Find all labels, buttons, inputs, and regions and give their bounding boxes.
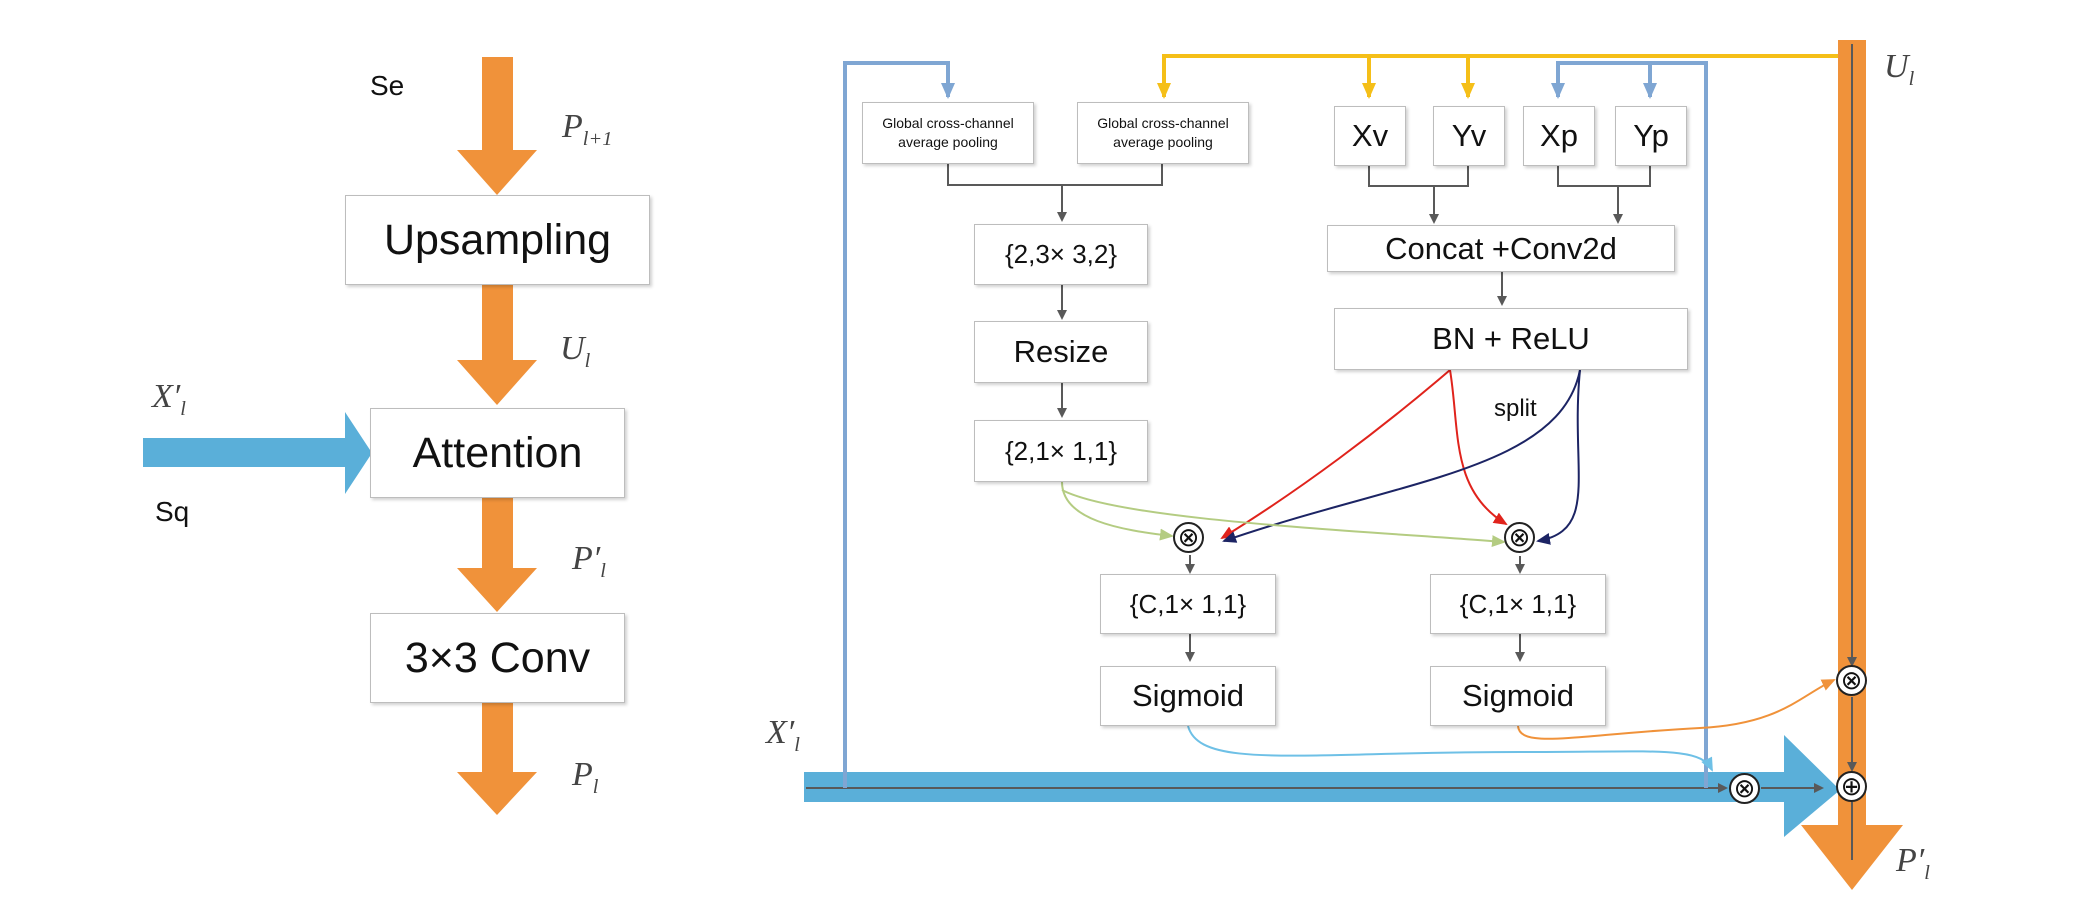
multiply-icon-left: ⊗	[1173, 522, 1204, 553]
concat-label: Concat +Conv2d	[1385, 230, 1617, 266]
arrow-x-main	[804, 735, 1840, 837]
shape-232-box: {2,3× 3,2}	[974, 224, 1148, 285]
xp-label: Xp	[1540, 118, 1578, 153]
concat-box: Concat +Conv2d	[1327, 225, 1675, 272]
sigmoid-box-right: Sigmoid	[1430, 666, 1606, 726]
multiply-icon-right: ⊗	[1504, 522, 1535, 553]
conv-label: 3×3 Conv	[404, 633, 591, 682]
xv-label: Xv	[1351, 118, 1389, 153]
se-label: Se	[370, 70, 405, 101]
p-l-label: Pl	[572, 756, 599, 798]
arrow-se-to-upsampling	[457, 57, 537, 195]
x-l-prime-right-label: X′l	[766, 714, 800, 756]
pooling-box-1: Global cross-channel average pooling	[862, 102, 1034, 164]
shape-211-label: {2,1× 1,1}	[1004, 435, 1118, 466]
yv-label: Yv	[1451, 118, 1487, 153]
arrow-upsampling-to-attention	[457, 285, 537, 405]
sigmoid-label-right: Sigmoid	[1462, 678, 1574, 713]
yv-box: Yv	[1433, 106, 1505, 166]
yp-label: Yp	[1633, 118, 1669, 153]
sq-label: Sq	[155, 496, 190, 527]
multiply-icon-u: ⊗	[1836, 665, 1867, 696]
yellow-line	[1157, 54, 1838, 99]
arrow-conv-to-output	[457, 703, 537, 815]
attention-box: Attention	[370, 408, 625, 498]
shape-232-label: {2,3× 3,2}	[1004, 239, 1118, 269]
p-l-prime-right-label: P′l	[1896, 842, 1930, 884]
sigmoid-label-left: Sigmoid	[1132, 678, 1244, 713]
arrow-x-to-attention	[143, 412, 372, 494]
xv-box: Xv	[1334, 106, 1406, 166]
pooling-box-2: Global cross-channel average pooling	[1077, 102, 1249, 164]
conv-box: 3×3 Conv	[370, 613, 625, 703]
upsampling-box: Upsampling	[345, 195, 650, 285]
attention-label: Attention	[412, 428, 583, 477]
pooling-label-2: Global cross-channel average pooling	[1097, 115, 1229, 150]
shape-c11-label-right: {C,1× 1,1}	[1459, 588, 1577, 619]
resize-label: Resize	[1013, 334, 1109, 369]
shape-c11-label-left: {C,1× 1,1}	[1129, 588, 1247, 619]
resize-box: Resize	[974, 321, 1148, 383]
p-l-plus-1-label: Pl+1	[562, 108, 613, 150]
multiply-icon-output: ⊗	[1729, 773, 1760, 804]
split-label: split	[1494, 395, 1537, 422]
u-l-right-label: Ul	[1884, 48, 1915, 90]
upsampling-label: Upsampling	[383, 215, 612, 264]
pooling-label-1: Global cross-channel average pooling	[882, 115, 1014, 150]
sigmoid-box-left: Sigmoid	[1100, 666, 1276, 726]
shape-211-box: {2,1× 1,1}	[974, 420, 1148, 482]
yp-box: Yp	[1615, 106, 1687, 166]
shape-c11-box-left: {C,1× 1,1}	[1100, 574, 1276, 634]
bn-relu-label: BN + ReLU	[1432, 321, 1590, 356]
x-l-prime-label: X′l	[152, 378, 186, 420]
shape-c11-box-right: {C,1× 1,1}	[1430, 574, 1606, 634]
add-icon: ⊕	[1836, 771, 1867, 802]
p-l-prime-label: P′l	[572, 540, 606, 582]
u-l-label: Ul	[560, 330, 591, 372]
xp-box: Xp	[1523, 106, 1595, 166]
arrow-attention-to-conv	[457, 498, 537, 612]
frame-blue-left	[843, 61, 955, 788]
bn-relu-box: BN + ReLU	[1334, 308, 1688, 370]
